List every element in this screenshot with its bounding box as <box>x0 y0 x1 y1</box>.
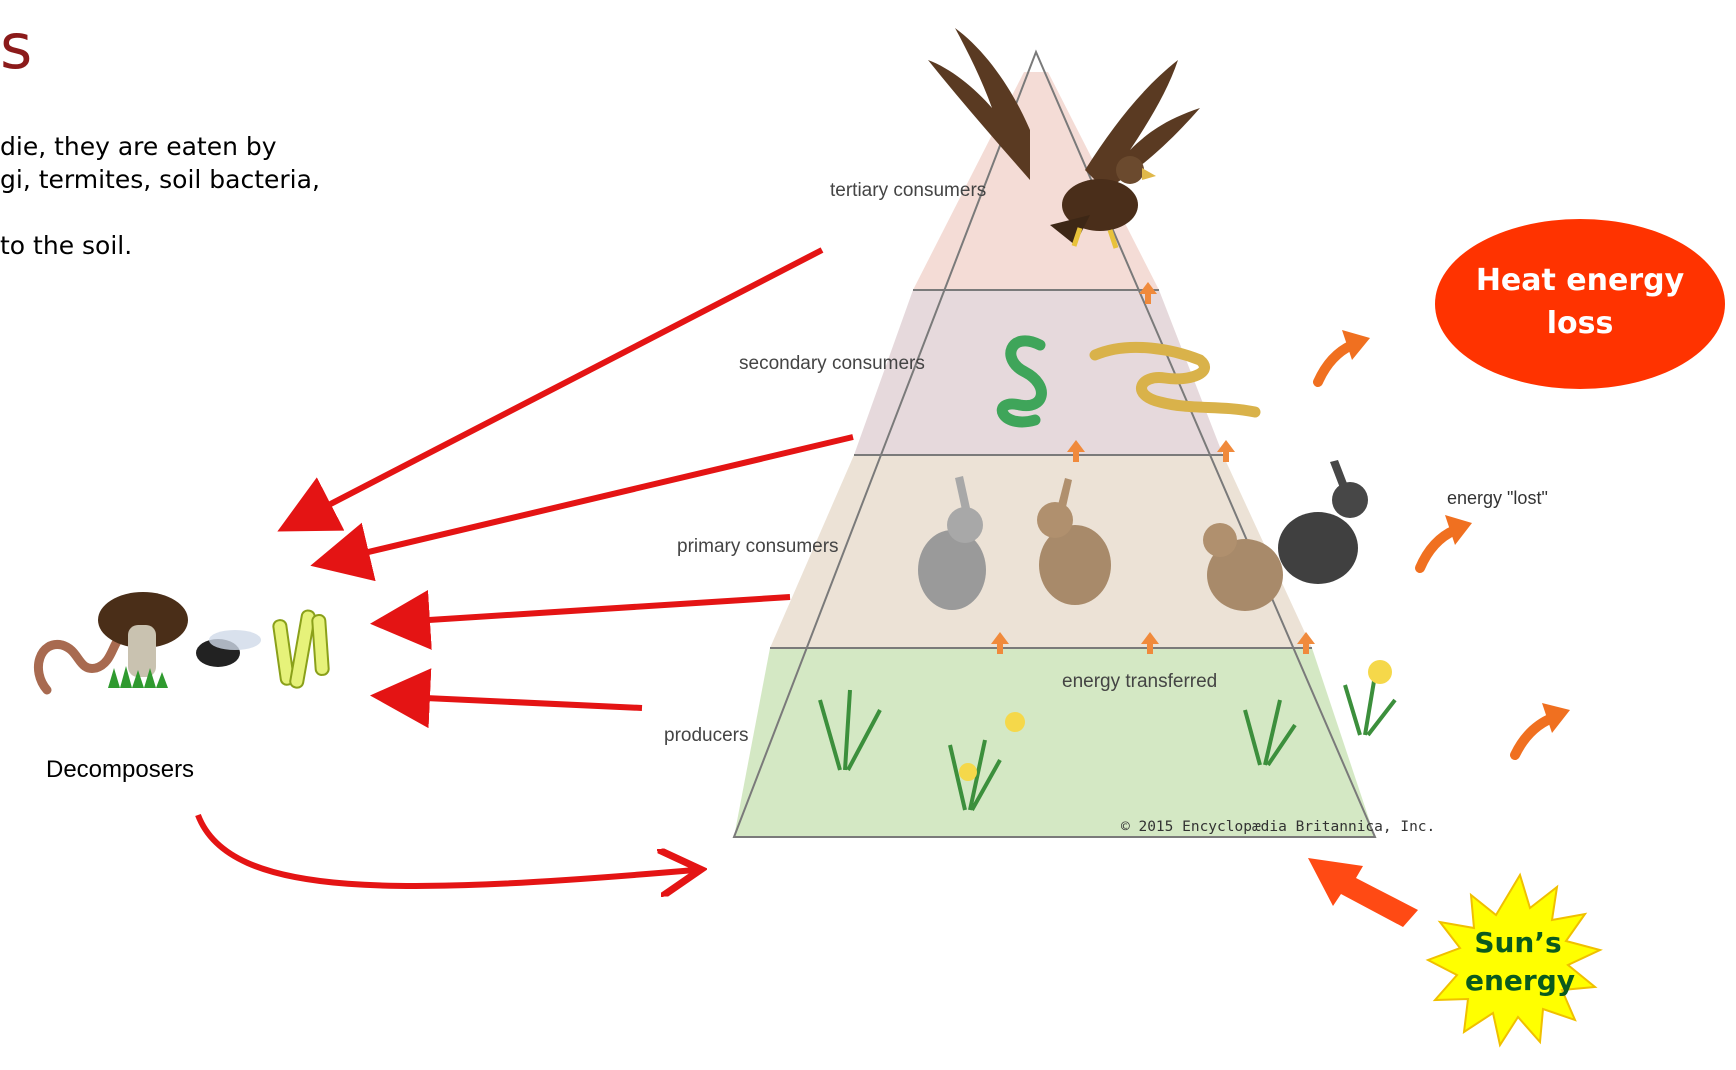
level-label-secondary: secondary consumers <box>739 353 925 374</box>
energy-lost-label: energy "lost" <box>1447 488 1548 508</box>
arrow-producers-to-decomposers <box>382 696 642 708</box>
heat-energy-callout: Heat energy loss <box>1435 219 1725 389</box>
sun-energy: Sun’s energy <box>1308 858 1600 1045</box>
rabbit-icon <box>1278 460 1368 584</box>
arrow-primary-to-decomposers <box>382 597 790 623</box>
energy-transferred-label: energy transferred <box>1062 671 1217 692</box>
curved-arrow-icon <box>1515 718 1552 755</box>
arrow-decomposers-to-soil <box>198 815 695 886</box>
bacteria-icon <box>273 610 329 689</box>
level-label-tertiary: tertiary consumers <box>830 180 986 201</box>
arrow-tertiary-to-decomposers <box>288 250 822 526</box>
decomposers-label: Decomposers <box>46 756 246 784</box>
copyright-credit: © 2015 Encyclopædia Britannica, Inc. <box>1121 819 1435 835</box>
earthworm-icon <box>38 640 118 690</box>
sun-text-line2: energy <box>1465 964 1575 997</box>
mushroom-icon <box>98 592 188 688</box>
sun-to-pyramid-arrow <box>1308 858 1418 927</box>
fly-icon <box>196 630 261 667</box>
level-label-primary: primary consumers <box>677 536 839 557</box>
curved-arrow-icon <box>1420 530 1455 568</box>
sun-icon <box>1428 875 1600 1045</box>
heat-callout-line1: Heat energy <box>1476 263 1685 298</box>
heat-callout-line2: loss <box>1547 306 1614 341</box>
sun-text-line1: Sun’s <box>1474 926 1561 959</box>
curved-arrow-icon <box>1318 345 1352 382</box>
level-label-producers: producers <box>664 725 749 746</box>
